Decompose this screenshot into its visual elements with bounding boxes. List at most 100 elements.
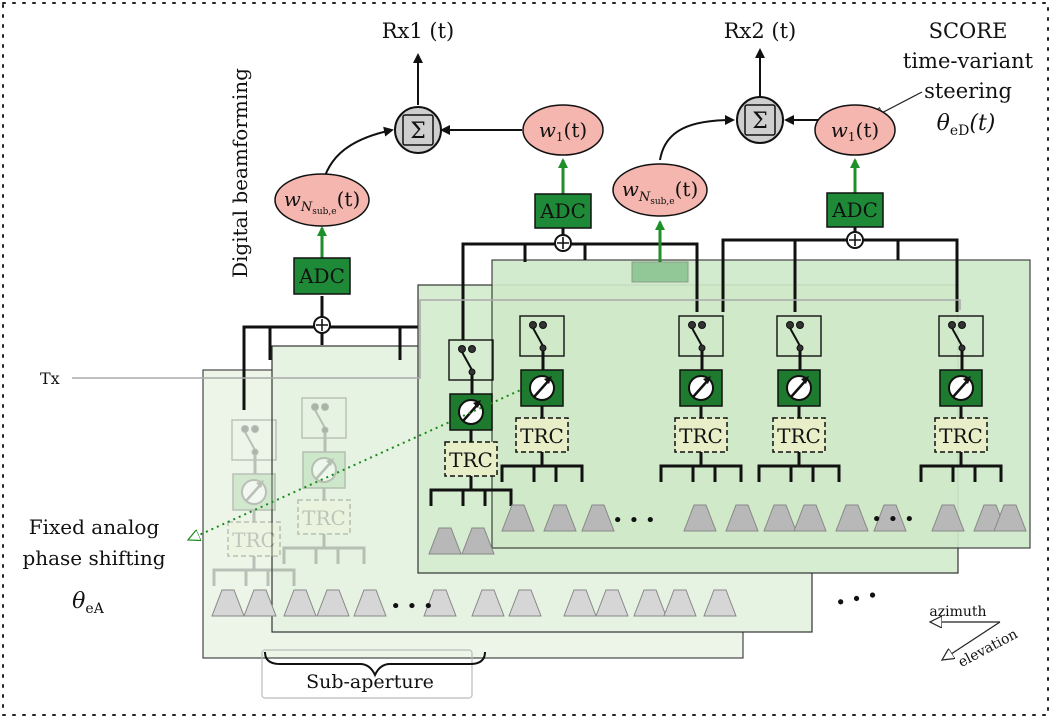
digital-beamforming-label: Digital beamforming xyxy=(228,68,252,278)
wN-subscript: N xyxy=(638,190,651,205)
sum-node-1: Σ xyxy=(394,106,442,154)
w1-argument: (t) xyxy=(564,118,588,142)
trc-label: TRC xyxy=(520,424,564,448)
tx-line xyxy=(72,299,961,379)
wN-subscript: N xyxy=(300,200,313,215)
horn-antenna xyxy=(423,589,457,617)
horn-antenna xyxy=(993,504,1027,532)
svg-text:w1(t): w1(t) xyxy=(831,118,879,144)
rx1-label: Rx1 (t) xyxy=(382,19,455,43)
horn-antenna xyxy=(581,504,615,532)
wN-argument: (t) xyxy=(675,177,699,201)
trc-label: TRC xyxy=(777,424,821,448)
rx2-label: Rx2 (t) xyxy=(724,19,797,43)
weight-w1-a: w1(t) xyxy=(522,104,604,156)
sub-aperture-label: Sub-aperture xyxy=(306,671,434,693)
horn-antenna xyxy=(931,504,965,532)
horn-antenna xyxy=(316,589,350,617)
theta-eA-symbol: θ xyxy=(72,589,85,614)
svg-text:θeA: θeA xyxy=(72,589,105,617)
axes-indicator: azimuth elevation xyxy=(929,604,1021,671)
horn-antenna xyxy=(835,504,869,532)
horn-antenna xyxy=(508,589,542,617)
wN-argument: (t) xyxy=(337,187,361,211)
sub-aperture-brace: Sub-aperture xyxy=(261,649,486,699)
weight-wN-a: wNsub,e(t) xyxy=(274,173,370,227)
wN-subsubscript: sub,e xyxy=(650,197,674,207)
horn-antenna xyxy=(873,504,907,532)
w1-subscript: 1 xyxy=(556,130,564,144)
adc-hidden xyxy=(631,261,689,283)
score-line-2: time-variant xyxy=(903,49,1034,73)
horn-antenna xyxy=(471,589,505,617)
trc-label: TRC xyxy=(939,424,983,448)
ellipsis-2: • • • xyxy=(612,510,655,531)
horn-antenna xyxy=(725,504,759,532)
svg-text:wNsub,e(t): wNsub,e(t) xyxy=(622,177,699,207)
w1-symbol: w xyxy=(539,118,556,142)
tx-label: Tx xyxy=(40,369,60,388)
horn-antenna xyxy=(683,504,717,532)
fixed-analog-line-1: Fixed analog xyxy=(29,515,160,539)
horn-antenna xyxy=(793,504,827,532)
digital-section xyxy=(317,48,923,262)
rf-chain: TRC xyxy=(757,315,841,482)
sum-symbol-2: Σ xyxy=(752,109,768,134)
rf-chains: TRC TRC TRC TRC TRC xyxy=(429,315,1003,506)
svg-text:θeD(t): θeD(t) xyxy=(937,111,996,139)
horn-antenna xyxy=(428,527,462,555)
fixed-analog-label: Fixed analog phase shifting θeA xyxy=(22,515,165,617)
ellipsis-4: • • • xyxy=(833,585,880,615)
adc-label: ADC xyxy=(298,264,345,288)
horn-antenna xyxy=(595,589,629,617)
svg-text:wNsub,e(t): wNsub,e(t) xyxy=(284,187,361,217)
sum-symbol-1: Σ xyxy=(410,119,426,144)
horn-antenna xyxy=(283,589,317,617)
trc-label: TRC xyxy=(679,424,723,448)
wN-subsubscript: sub,e xyxy=(312,207,336,217)
score-line-1: SCORE xyxy=(929,19,1008,43)
trc-label: TRC xyxy=(449,448,493,472)
theta-eD-arg: (t) xyxy=(969,111,995,136)
score-line-3: steering xyxy=(924,79,1012,103)
trc-label: TRC xyxy=(302,506,346,530)
fixed-analog-line-2: phase shifting xyxy=(22,546,165,570)
sum-node-2: Σ xyxy=(736,96,784,144)
weight-w1-b: w1(t) xyxy=(814,104,896,156)
w1-symbol: w xyxy=(831,118,848,142)
horn-antenna xyxy=(703,589,737,617)
rf-chain: TRC xyxy=(282,397,366,564)
horn-antenna xyxy=(353,589,387,617)
weight-wN-b: wNsub,e(t) xyxy=(612,163,708,217)
svg-text:w1(t): w1(t) xyxy=(539,118,587,144)
adc-label: ADC xyxy=(831,198,878,222)
rf-chain: TRC xyxy=(659,315,743,482)
w1-argument: (t) xyxy=(856,118,880,142)
adc-left: ADC xyxy=(293,257,351,295)
horn-antenna xyxy=(543,504,577,532)
adc-mid-2: ADC xyxy=(826,192,884,228)
ellipsis-3: • • • xyxy=(871,509,914,530)
horn-antenna xyxy=(663,589,697,617)
w1-subscript: 1 xyxy=(848,130,856,144)
rf-chain: TRC xyxy=(212,419,296,586)
theta-eD-symbol: θ xyxy=(937,111,950,136)
rf-chain: TRC xyxy=(500,315,584,482)
elevation-label: elevation xyxy=(956,626,1021,671)
adc-label: ADC xyxy=(539,199,586,223)
adc-mid-1: ADC xyxy=(534,193,592,229)
fixed-analog-link xyxy=(188,387,526,540)
azimuth-label: azimuth xyxy=(929,604,986,620)
score-label: SCORE time-variant steering θeD(t) xyxy=(903,19,1034,139)
horn-antenna xyxy=(501,504,535,532)
ellipsis-1: • • • xyxy=(390,596,433,617)
horn-antennas xyxy=(211,504,1027,617)
wN-symbol: w xyxy=(284,187,301,211)
theta-eD-sub: eD xyxy=(950,123,970,139)
horn-antenna xyxy=(243,589,277,617)
theta-eA-sub: eA xyxy=(85,601,104,617)
trc-label: TRC xyxy=(232,528,276,552)
wN-symbol: w xyxy=(622,177,639,201)
